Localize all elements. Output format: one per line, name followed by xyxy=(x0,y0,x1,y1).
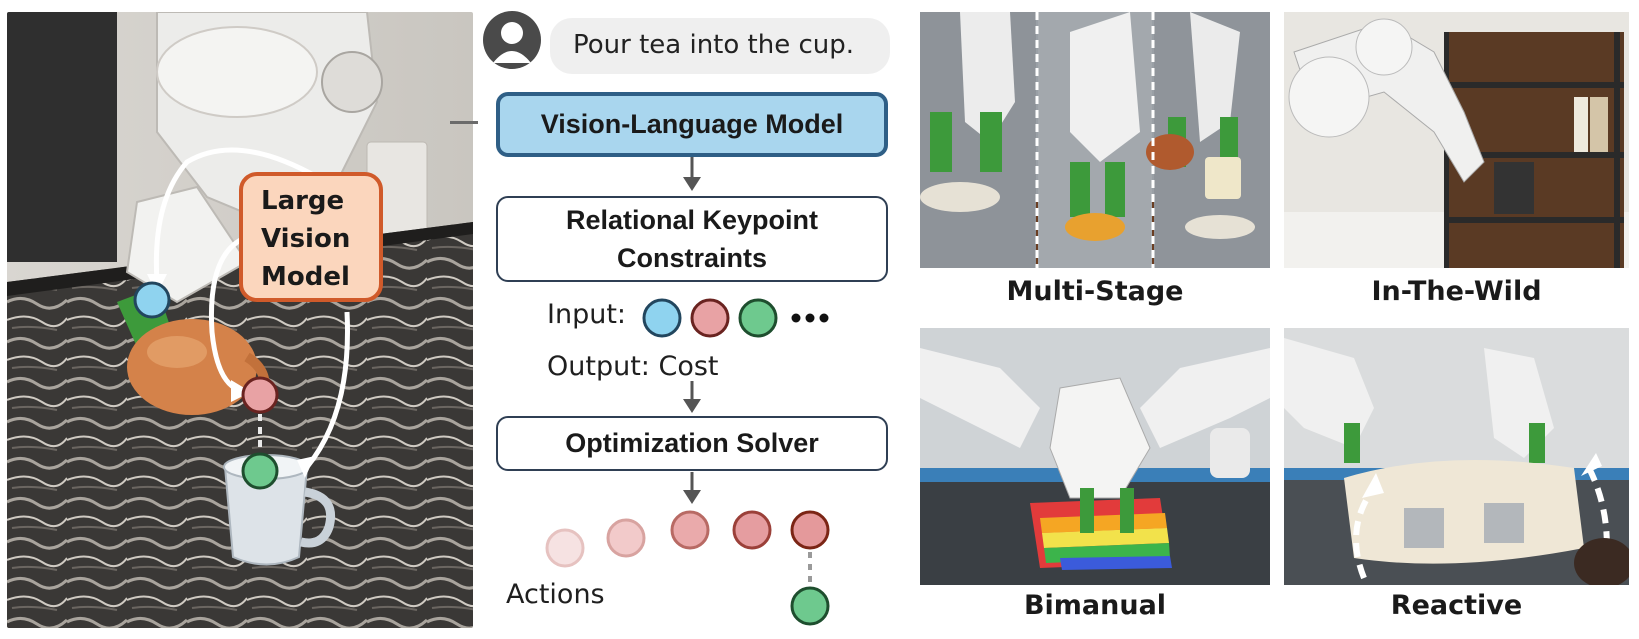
keypoint-blue xyxy=(133,281,171,319)
vision-language-model-box: Vision-Language Model xyxy=(496,92,888,157)
prompt-text: Pour tea into the cup. xyxy=(573,30,855,60)
large-vision-model-box: Large Vision Model xyxy=(239,172,383,302)
action-point xyxy=(606,518,646,558)
actions-label: Actions xyxy=(506,579,605,610)
action-sequence xyxy=(545,510,830,626)
action-point xyxy=(545,528,585,568)
output-label: Output: Cost xyxy=(547,351,719,382)
keypoint-red xyxy=(241,376,279,414)
ellipsis-dot xyxy=(791,313,801,323)
scene-photo: Large Vision Model xyxy=(7,12,473,628)
reactive-caption: Reactive xyxy=(1390,590,1523,621)
ellipsis-dot xyxy=(819,313,829,323)
arrow-down-icon xyxy=(683,157,701,191)
action-point xyxy=(670,510,710,550)
reactive-image xyxy=(1284,328,1629,585)
relational-keypoint-constraints-label: Relational Keypoint Constraints xyxy=(565,205,819,273)
bimanual-caption: Bimanual xyxy=(1023,590,1167,621)
optimization-solver-label: Optimization Solver xyxy=(565,428,819,458)
arrow-down-icon xyxy=(683,381,701,413)
multi-stage-caption: Multi-Stage xyxy=(1006,276,1184,307)
in-the-wild-image xyxy=(1284,12,1629,268)
kitchen-scene-illustration xyxy=(7,12,473,628)
prompt-bubble: Pour tea into the cup. xyxy=(550,18,890,74)
keypoint-green xyxy=(241,452,279,490)
action-point xyxy=(790,510,830,550)
action-point xyxy=(732,510,772,550)
ellipsis-dot xyxy=(805,313,815,323)
arrow-down-icon xyxy=(683,472,701,504)
in-the-wild-caption: In-The-Wild xyxy=(1371,276,1542,307)
connector-line xyxy=(450,121,478,124)
input-keypoint-green xyxy=(738,298,778,338)
vision-language-model-label: Vision-Language Model xyxy=(540,109,844,139)
relational-keypoint-constraints-box: Relational Keypoint Constraints xyxy=(496,196,888,282)
input-label: Input: xyxy=(547,299,627,330)
large-vision-model-label: Large Vision Model xyxy=(261,186,351,292)
action-target-green xyxy=(790,586,830,626)
bimanual-image xyxy=(920,328,1270,585)
input-keypoint-red xyxy=(690,298,730,338)
user-avatar-icon xyxy=(483,11,541,69)
optimization-solver-box: Optimization Solver xyxy=(496,416,888,471)
input-keypoint-blue xyxy=(642,298,682,338)
multi-stage-image xyxy=(920,12,1270,268)
input-keypoints xyxy=(642,298,829,338)
